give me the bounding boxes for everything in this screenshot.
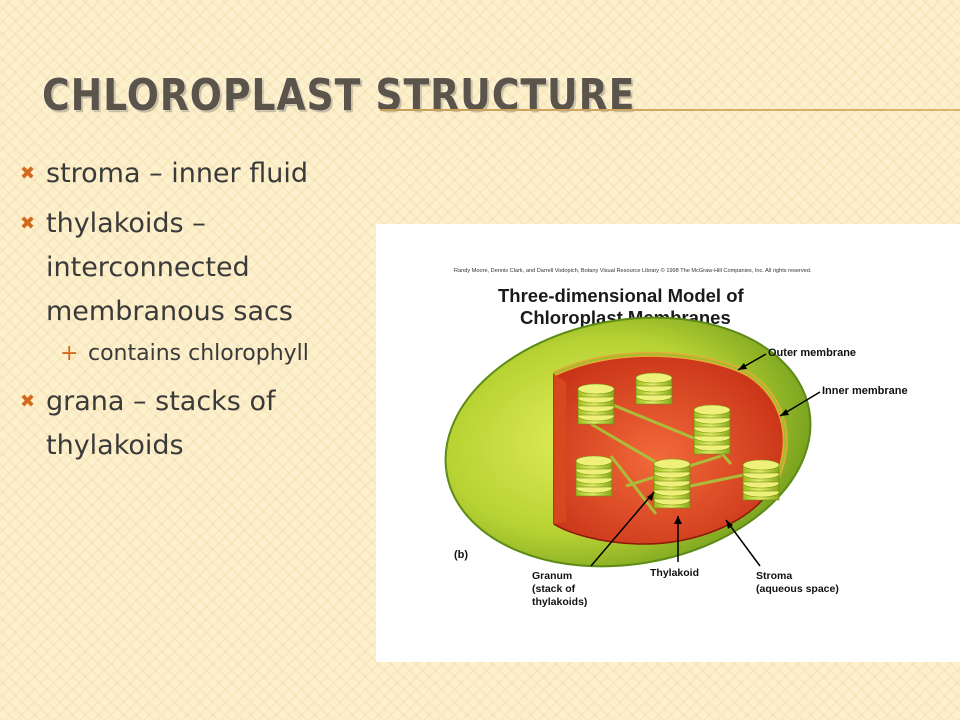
bullet-text: interconnected membranous sacs [46,252,293,327]
bullet-separator: – [124,386,156,417]
sub-bullet-text: contains chlorophyll [88,341,309,366]
label-stroma-detail: (aqueous space) [756,583,839,595]
chloroplast-figure: Randy Moore, Dennis Clark, and Darrell V… [376,224,960,662]
bullet-separator: – [140,158,172,189]
label-thylakoid: Thylakoid [650,567,699,579]
bullet-item-stroma: ✖ stroma – inner fluid [18,152,368,196]
bullet-item-grana: ✖ grana – stacks of thylakoids [18,380,368,468]
x-mark-icon: ✖ [20,391,36,412]
sub-bullet-chlorophyll: + contains chlorophyll [18,336,368,372]
label-granum: Granum [532,570,572,582]
label-inner-membrane: Inner membrane [822,385,908,397]
label-granum-detail-1: (stack of [532,583,576,595]
x-mark-icon: ✖ [20,213,36,234]
bullet-text: inner fluid [171,158,308,189]
slide-title: CHLOROPLAST STRUCTURE [42,70,636,121]
bullet-term: stroma [46,158,141,189]
chloroplast-diagram: Randy Moore, Dennis Clark, and Darrell V… [444,267,908,608]
plus-icon: + [60,341,79,366]
bullet-item-thylakoids: ✖ thylakoids – interconnected membranous… [18,202,368,334]
label-granum-detail-2: thylakoids) [532,596,587,608]
figure-heading-line1: Three-dimensional Model of [498,285,744,306]
title-underline [380,109,960,111]
label-outer-membrane: Outer membrane [768,347,856,359]
x-mark-icon: ✖ [20,163,36,184]
label-stroma: Stroma [756,570,792,582]
bullet-term: grana [46,386,125,417]
bullet-separator: – [183,208,206,239]
chloroplast-body [444,316,812,568]
bullet-list: ✖ stroma – inner fluid ✖ thylakoids – in… [18,152,368,474]
panel-label: (b) [454,549,468,561]
bullet-text: stacks of thylakoids [46,386,276,461]
figure-annotations: Outer membrane Inner membrane (b) Granum… [454,347,908,608]
bullet-term: thylakoids [46,208,184,239]
figure-credit: Randy Moore, Dennis Clark, and Darrell V… [454,267,812,274]
